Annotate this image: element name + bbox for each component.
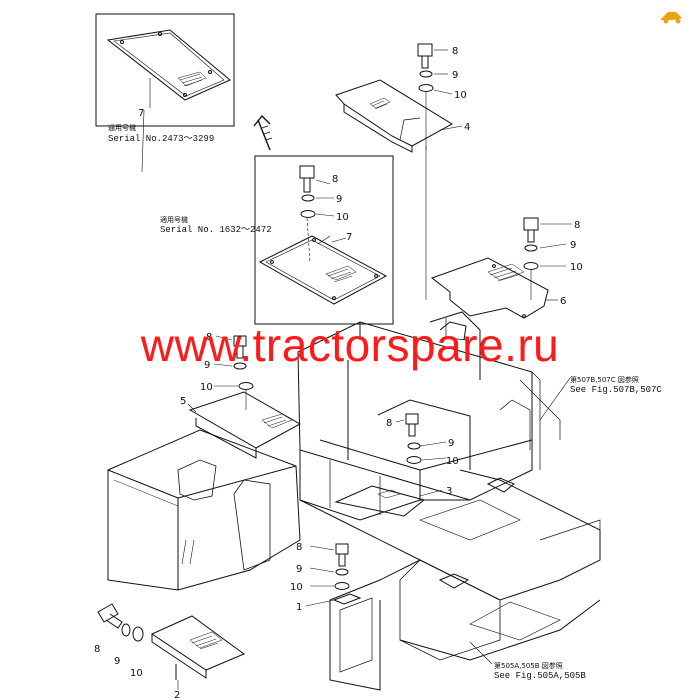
- bolt-8-mid: [299, 165, 315, 193]
- lower-frame: [299, 469, 601, 691]
- callout-10-center: 10: [446, 456, 459, 467]
- inset-box-mid: [254, 155, 394, 325]
- ref-right-label: See Fig.507B,507C: [570, 385, 662, 395]
- callout-7-mid: 7: [346, 232, 352, 243]
- bolt-8-part1: [335, 543, 349, 567]
- bolt-8-center: [405, 413, 419, 437]
- callout-3: 3: [446, 486, 452, 497]
- serial-top-label: Serial No.2473～3299: [108, 134, 214, 144]
- serial-mid-label: Serial No. 1632～2472: [160, 225, 272, 235]
- plate-5: [188, 391, 302, 459]
- callout-7-top: 7: [138, 108, 144, 119]
- callout-10-right: 10: [570, 262, 583, 273]
- callout-8-left: 8: [206, 332, 212, 343]
- callout-8-mid: 8: [332, 174, 338, 185]
- callout-9-left: 9: [204, 360, 210, 371]
- callout-8-center: 8: [386, 418, 392, 429]
- washer-10-part1: [334, 582, 350, 590]
- bracket-1: [332, 593, 362, 605]
- washer-9-mid: [301, 194, 315, 202]
- washer-9-right: [524, 244, 538, 252]
- brand-logo: [660, 12, 682, 24]
- ref-bottom-label: See Fig.505A,505B: [494, 671, 586, 681]
- callout-10-part1: 10: [290, 582, 303, 593]
- bracket-4: [335, 79, 453, 153]
- callout-10-mid: 10: [336, 212, 349, 223]
- callout-9-center: 9: [448, 438, 454, 449]
- washer-10-center: [406, 456, 422, 464]
- plate-6: [430, 257, 549, 319]
- washer-9-top: [419, 70, 433, 78]
- washer-10-left: [238, 382, 254, 390]
- washer-10-step: [132, 626, 144, 642]
- callout-2: 2: [174, 690, 180, 700]
- callout-9-mid: 9: [336, 194, 342, 205]
- callout-8-right: 8: [574, 220, 580, 231]
- left-tank: [107, 429, 301, 591]
- watermark-text: www.tractorspare.ru: [140, 319, 560, 371]
- callout-9-top: 9: [452, 70, 458, 81]
- bolt-8-top: [417, 43, 433, 69]
- bolt-8-right: [523, 217, 539, 243]
- plate-3: [334, 485, 426, 517]
- washer-9-part1: [335, 568, 349, 576]
- bolt-8-left: [233, 335, 247, 359]
- callout-6: 6: [560, 296, 566, 307]
- callout-5: 5: [180, 396, 186, 407]
- cover-plate-7-mid: [258, 235, 388, 305]
- washer-10-right: [523, 262, 539, 270]
- callout-4: 4: [464, 122, 470, 133]
- callout-9-part1: 9: [296, 564, 302, 575]
- ref-right-jp: 第507B,507C 図参照: [570, 375, 639, 384]
- callout-10-step: 10: [130, 668, 143, 679]
- callout-8-step: 8: [94, 644, 100, 655]
- callout-8-part1: 8: [296, 542, 302, 553]
- arrow-graphic: [253, 114, 273, 151]
- callout-9-step: 9: [114, 656, 120, 667]
- callout-1: 1: [296, 602, 302, 613]
- callout-10-left: 10: [200, 382, 213, 393]
- cover-plate-7-top: [106, 29, 231, 108]
- serial-top-jp: 通用号機: [108, 123, 136, 132]
- serial-mid-jp: 適用号機: [160, 215, 188, 224]
- callout-9-right: 9: [570, 240, 576, 251]
- ref-bottom-jp: 第505A,505B 図参照: [494, 661, 563, 670]
- bolt-8-step: [97, 603, 123, 629]
- callout-8-top: 8: [452, 46, 458, 57]
- washer-10-top: [418, 84, 434, 92]
- washer-9-center: [407, 442, 421, 450]
- inset-box-top: [95, 13, 235, 127]
- step-2: [150, 615, 246, 680]
- washer-10-mid: [300, 210, 316, 218]
- callout-10-top: 10: [454, 90, 467, 101]
- washer-9-left: [233, 362, 247, 370]
- washer-9-step: [121, 623, 131, 637]
- main-frame: [297, 311, 561, 521]
